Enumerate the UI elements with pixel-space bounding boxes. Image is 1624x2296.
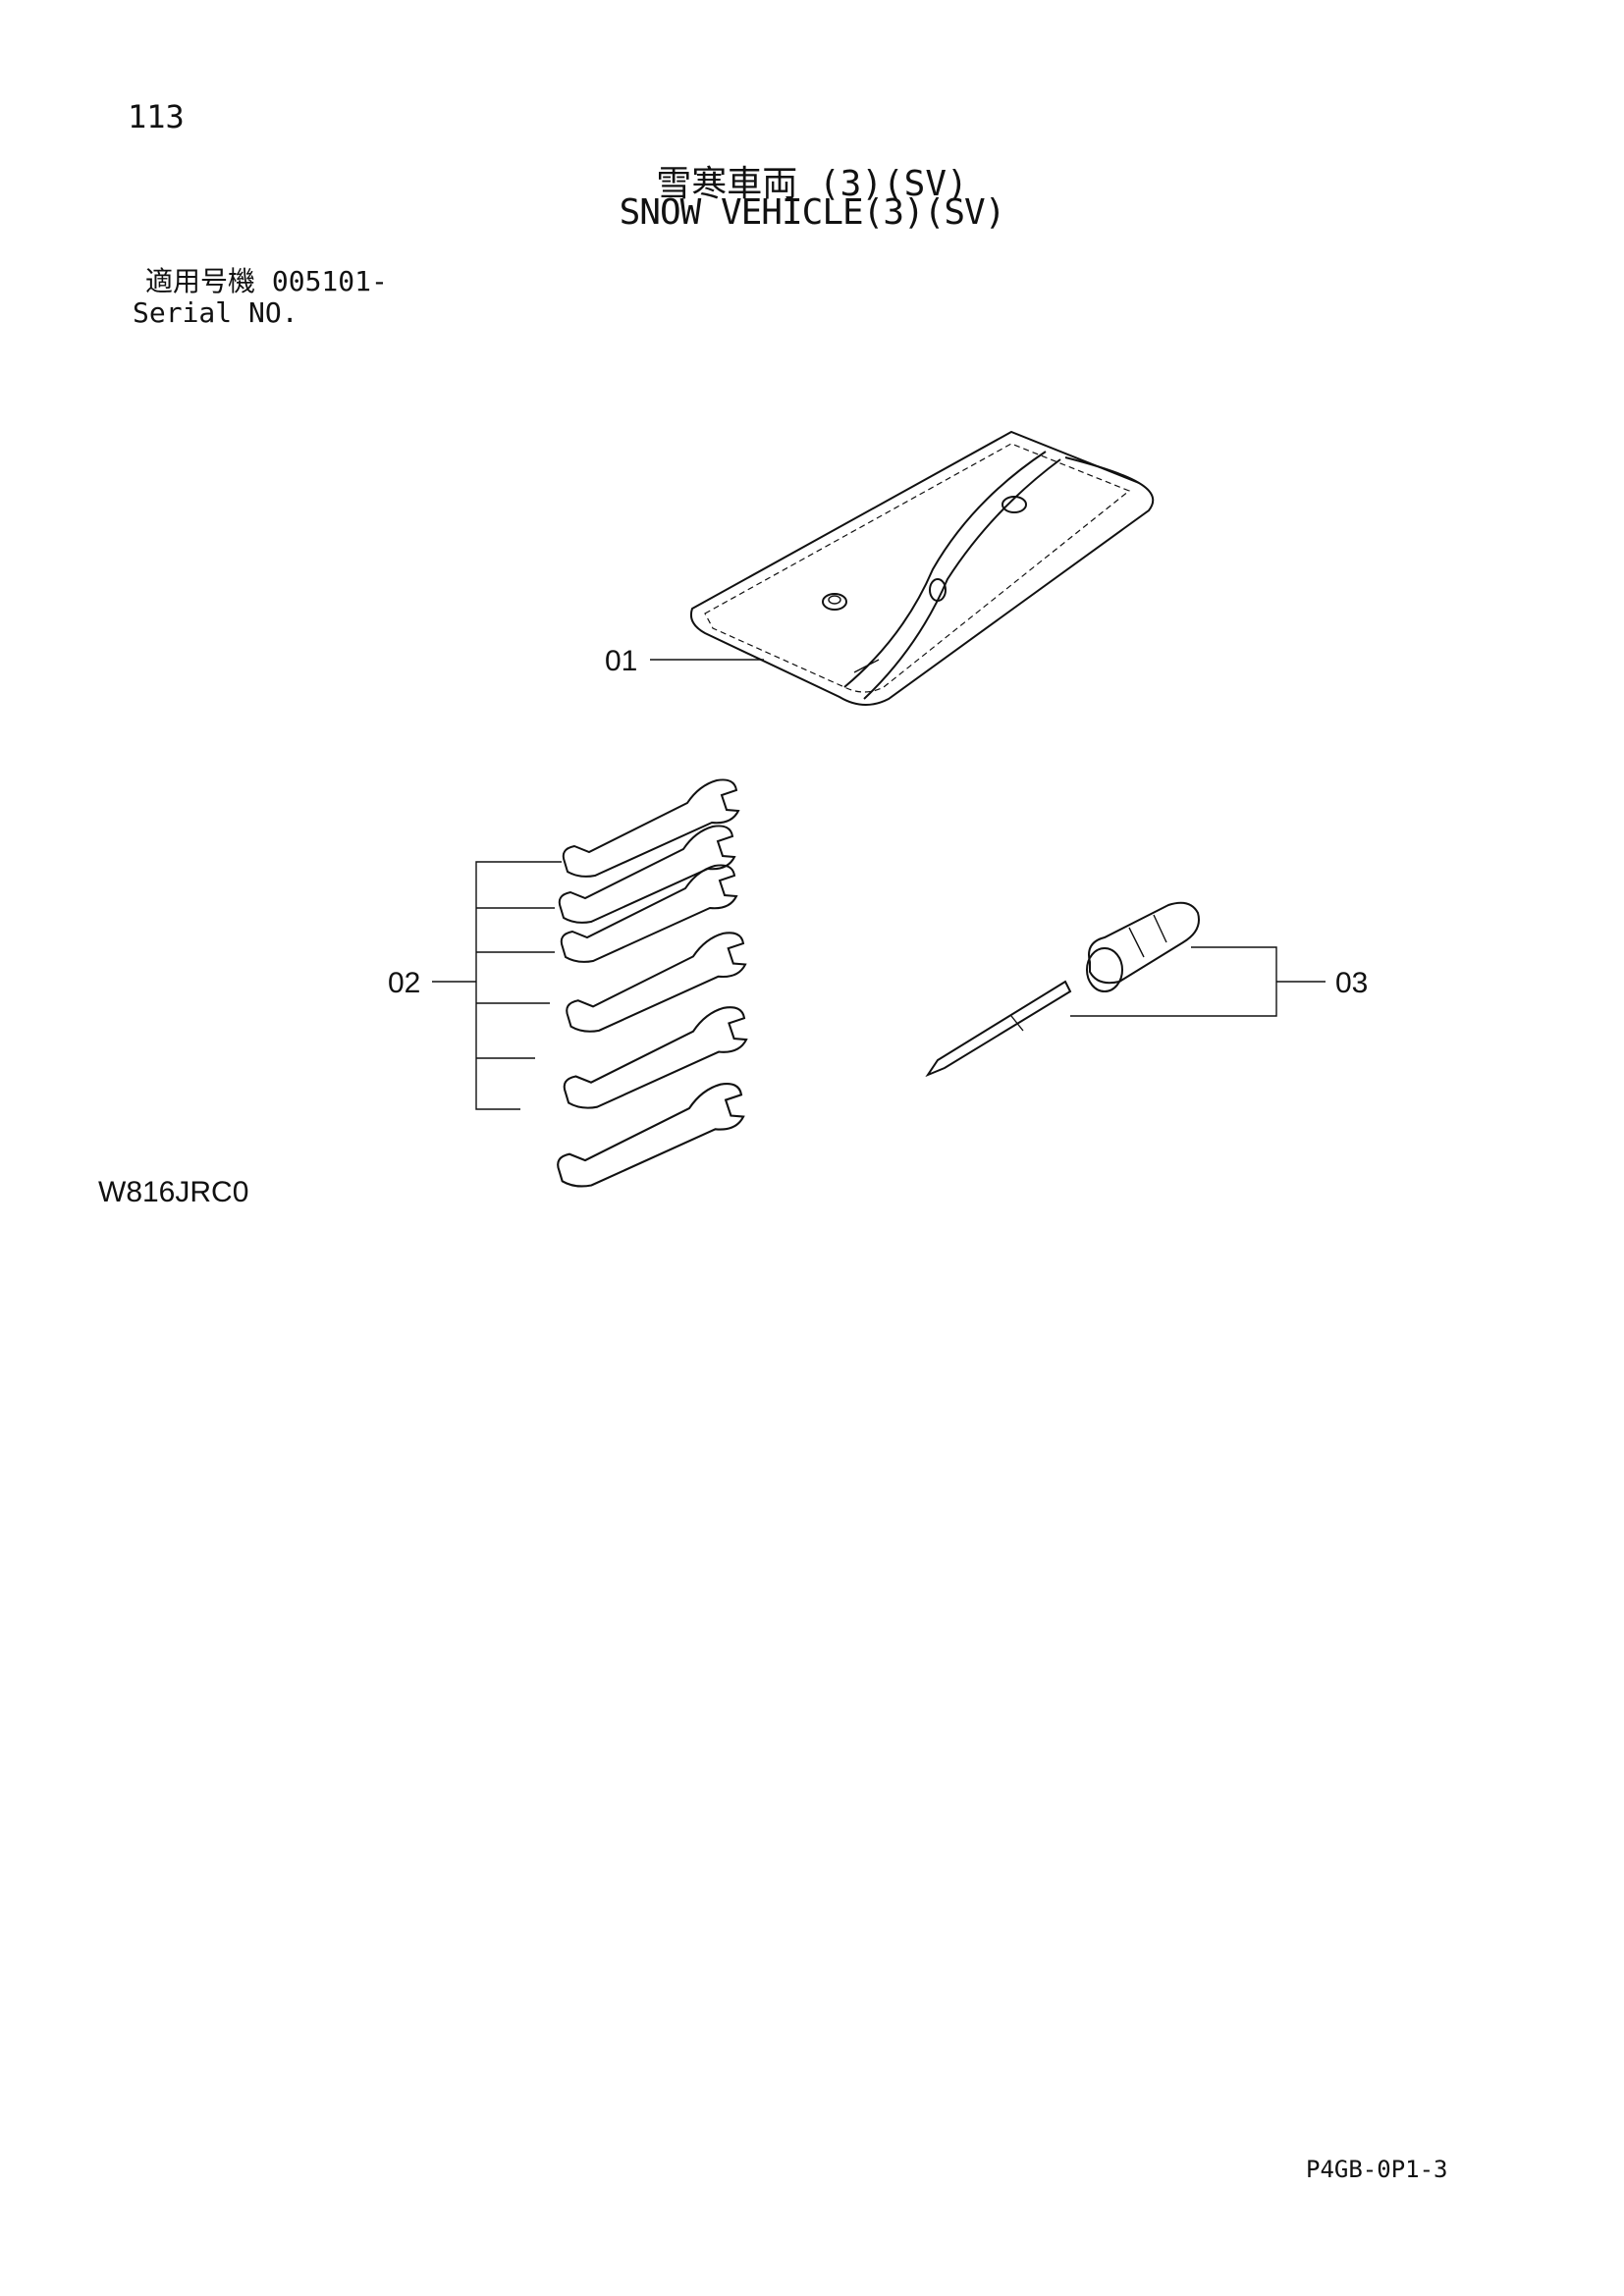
callout-03: 03 bbox=[1335, 967, 1368, 999]
figure-code: W816JRC0 bbox=[98, 1176, 249, 1208]
callout-02: 02 bbox=[388, 967, 420, 999]
tool-bag-drawing bbox=[689, 430, 1155, 706]
title-japanese: 雪寒車両 (3)(SV) bbox=[656, 164, 968, 204]
screwdriver-drawing bbox=[925, 901, 1200, 1078]
page-number: 113 bbox=[128, 98, 185, 135]
title-english: SNOW VEHICLE(3)(SV) bbox=[619, 192, 1006, 233]
serial-label-english: Serial NO. bbox=[133, 296, 298, 329]
document-code: P4GB-0P1-3 bbox=[1306, 2156, 1448, 2183]
leader-03 bbox=[1070, 946, 1326, 1017]
serial-label-japanese: 適用号機 005101- bbox=[145, 265, 388, 297]
parts-diagram: 01 02 bbox=[388, 430, 1368, 1188]
leader-02 bbox=[432, 861, 562, 1110]
callout-01: 01 bbox=[605, 645, 637, 677]
wrench-set-drawing bbox=[557, 778, 748, 1188]
